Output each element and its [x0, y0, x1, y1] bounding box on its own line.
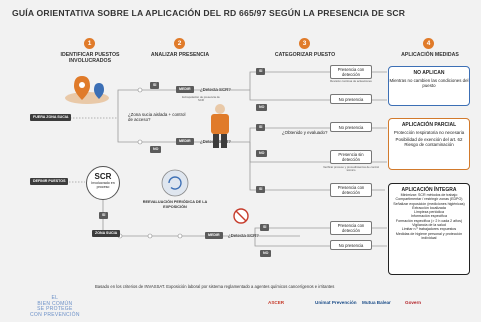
brand-slogan: EL BIEN COMÚN SE PROTEGE CON PREVENCIÓN	[30, 295, 80, 318]
step-2-number: 2	[174, 38, 185, 49]
footer-note: Basado en los criterios de INVASSAT. Exp…	[95, 284, 335, 289]
unimat-logo: Unimat Prevención	[315, 300, 357, 305]
brand-line-4: CON PREVENCIÓN	[30, 311, 80, 318]
integra-line: Minimizar: SCR métodos de trabajo	[400, 193, 458, 197]
aplicacion-parcial-body-2: Posibilidad de exención del art. 62 Ries…	[395, 137, 463, 148]
step-3-title: CATEGORIZAR PUESTO	[274, 52, 336, 58]
step-3-number: 3	[299, 38, 310, 49]
page-title: GUÍA ORIENTATIVA SOBRE LA APLICACIÓN DEL…	[12, 8, 406, 18]
detecta-question-3: ¿Detecta SCR?	[228, 233, 259, 238]
obtenido-question: ¿Obtenido y evaluado?	[282, 130, 328, 135]
govern-logo: Govern	[405, 300, 422, 305]
no-aplican-panel: NO APLICAN Mientras no cambien las condi…	[388, 66, 470, 106]
step-1-number: 1	[84, 38, 95, 49]
brand-line-1: EL	[51, 295, 59, 301]
definir-puestos-tag: DEFINIR PUESTOS	[30, 178, 69, 185]
si-tag-4: SÍ	[256, 186, 266, 193]
si-tag-3: SÍ	[256, 124, 266, 131]
aislada-question: ¿Zona sucia aislada + control de acceso?	[128, 112, 186, 123]
extrapolar-note: Extrapolación de presencia de SCR	[182, 95, 220, 103]
no-presencia-3: No presencia	[330, 240, 372, 250]
fuera-zona-sucia-tag: FUERA ZONA SUCIA	[30, 114, 72, 121]
no-presencia-1: No presencia	[330, 94, 372, 104]
presencia-con-deteccion-1: Presencia con detección	[330, 65, 372, 79]
integra-line: Formación específica (> 2 h cada 2 años)	[395, 218, 463, 223]
integra-line: Medidas de higiene personal y protección…	[395, 231, 463, 240]
no-presencia-2: No presencia	[330, 122, 372, 132]
worker-illustration-icon	[211, 104, 229, 148]
si-tag-5: SÍ	[99, 212, 109, 219]
no-aplican-heading: NO APLICAN	[413, 70, 445, 76]
verificar-note: Verificar proceso y procedimientos de co…	[323, 165, 379, 173]
detecta-question-1: ¿Detecta SCR?	[200, 87, 231, 92]
medir-tag-3: MEDIR	[205, 232, 223, 239]
presencia-sin-deteccion: Presencia sin detección	[330, 150, 372, 164]
integra-line: Limitar n.º trabajadores expuestos	[401, 227, 457, 232]
integra-line: Señalizar exposición (mediciones higiéni…	[393, 201, 465, 206]
step-1-title: IDENTIFICAR PUESTOS INVOLUCRADOS	[60, 52, 120, 64]
scr-sublabel: Involucrado en proceso	[91, 181, 115, 189]
aplicacion-parcial-panel: APLICACIÓN PARCIAL Protección respirator…	[388, 118, 470, 170]
scr-node: SCR Involucrado en proceso	[86, 166, 120, 200]
scr-label: SCR	[94, 172, 112, 181]
integra-line: Extracción localizada	[412, 205, 446, 210]
integra-line: Vigilancia de la salud	[412, 223, 446, 228]
presencia-con-deteccion-2: Presencia con detección	[330, 183, 372, 197]
map-pins-icon	[65, 76, 109, 104]
ascer-logo: ASCER	[268, 300, 285, 305]
aplicacion-parcial-heading: APLICACIÓN PARCIAL	[401, 122, 457, 128]
reevaluation-icon	[161, 169, 189, 197]
no-tag-2: NO	[256, 104, 268, 111]
no-tag-1: NO	[150, 146, 162, 153]
step-4-number: 4	[423, 38, 434, 49]
integra-line: Compartimentar / restringir zonas (EDPO)	[395, 197, 463, 202]
si-tag-6: SÍ	[260, 224, 270, 231]
si-tag-2: SÍ	[256, 68, 266, 75]
revision-note: Revisión continua de actuaciones	[330, 79, 372, 83]
aplicacion-integra-panel: APLICACIÓN ÍNTEGRA Minimizar: SCR método…	[388, 183, 470, 275]
medir-tag-2: MEDIR	[176, 138, 194, 145]
step-4-title: APLICACIÓN MEDIDAS	[401, 52, 459, 58]
reevaluation-label: REEVALUACIÓN PERIÓDICA DE LA EXPOSICIÓN	[142, 200, 208, 209]
brand-line-3: SE PROTEGE	[37, 306, 73, 313]
aplicacion-parcial-body-1: Protección respiratoria no necesaria	[393, 130, 465, 135]
mutua-balear-logo: Mutua Balear	[362, 300, 391, 305]
brand-line-2: BIEN COMÚN	[37, 300, 73, 307]
no-aplican-body: Mientras no cambien las condiciones del …	[389, 78, 469, 89]
si-tag-1: SÍ	[150, 82, 160, 89]
medir-tag-1: MEDIR	[176, 86, 194, 93]
integra-line: Limpieza periódica	[414, 210, 444, 215]
presencia-con-deteccion-3: Presencia con detección	[330, 221, 372, 235]
prohibited-icon	[233, 208, 249, 224]
no-tag-4: NO	[260, 250, 272, 257]
zona-sucia-tag: ZONA SUCIA	[92, 230, 121, 237]
aplicacion-integra-heading: APLICACIÓN ÍNTEGRA	[401, 187, 457, 193]
integra-line: Información específica	[411, 214, 447, 219]
step-2-title: ANALIZAR PRESENCIA	[150, 52, 210, 58]
no-tag-3: NO	[256, 150, 268, 157]
